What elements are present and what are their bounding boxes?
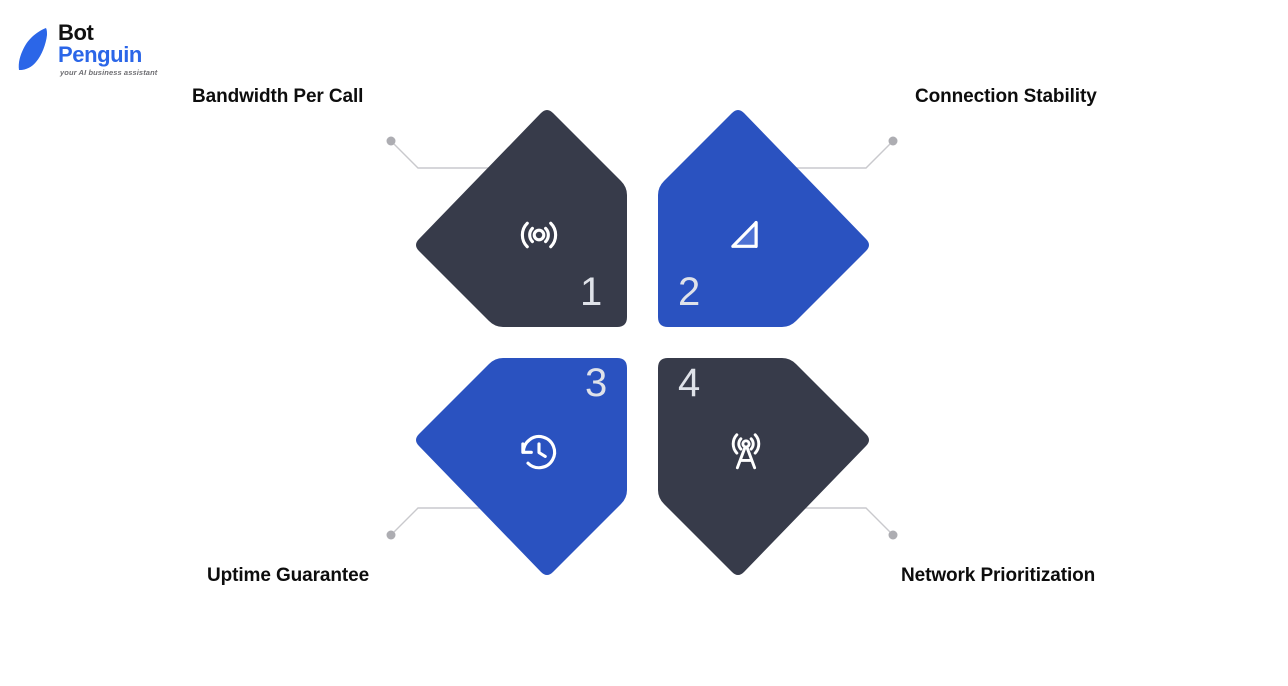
node-3-shape	[416, 358, 627, 575]
node-uptime-guarantee[interactable]: 3	[395, 340, 645, 590]
label-network-prioritization: Network Prioritization	[901, 565, 1096, 586]
node-1-shape	[416, 110, 627, 327]
node-3-number: 3	[585, 361, 608, 405]
node-4-number: 4	[678, 361, 701, 405]
connector-dot-2	[888, 136, 898, 146]
connector-line-1	[390, 140, 520, 169]
penguin-logo-mark	[18, 28, 47, 70]
signal-bars-icon	[731, 220, 758, 248]
label-connection-stability: Connection Stability	[915, 86, 1097, 107]
connector-line-2	[763, 140, 894, 169]
node-bandwidth-per-call[interactable]: 1	[395, 95, 645, 345]
botpenguin-logo: Bot Penguin your AI business assistant	[16, 22, 176, 78]
node-2-number: 2	[678, 270, 701, 314]
label-bandwidth-per-call: Bandwidth Per Call	[192, 86, 364, 107]
node-network-prioritization[interactable]: 4	[640, 340, 890, 590]
logo-penguin-text: Penguin	[58, 42, 142, 67]
logo-wordmark: Bot Penguin	[58, 20, 178, 67]
connector-dot-4	[888, 530, 898, 540]
broadcast-signal-icon	[520, 221, 558, 249]
logo-tagline: your AI business assistant	[60, 68, 158, 77]
node-2-shape	[658, 110, 869, 327]
node-connection-stability[interactable]: 2	[640, 95, 890, 345]
connector-dot-3	[386, 530, 396, 540]
node-4-shape	[658, 358, 869, 575]
history-clock-icon	[521, 435, 557, 470]
logo-bot-text: Bot	[58, 20, 94, 45]
cell-tower-icon	[731, 433, 761, 470]
node-1-number: 1	[580, 270, 603, 314]
label-uptime-guarantee: Uptime Guarantee	[207, 565, 370, 586]
connector-dot-1	[386, 136, 396, 146]
